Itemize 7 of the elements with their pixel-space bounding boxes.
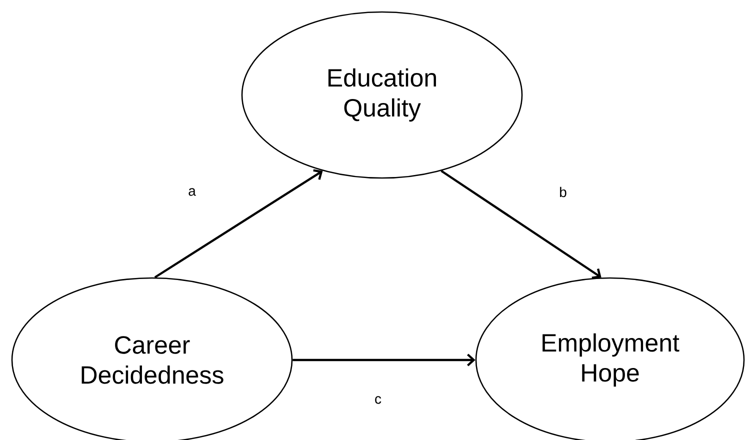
edge-label: b (558, 186, 568, 198)
ellipse-node: Education Quality (241, 11, 523, 179)
arrow (154, 169, 323, 278)
arrow (440, 170, 602, 279)
edge-label: a (187, 187, 197, 197)
arrow (292, 354, 476, 366)
edge-label: c (374, 395, 382, 405)
